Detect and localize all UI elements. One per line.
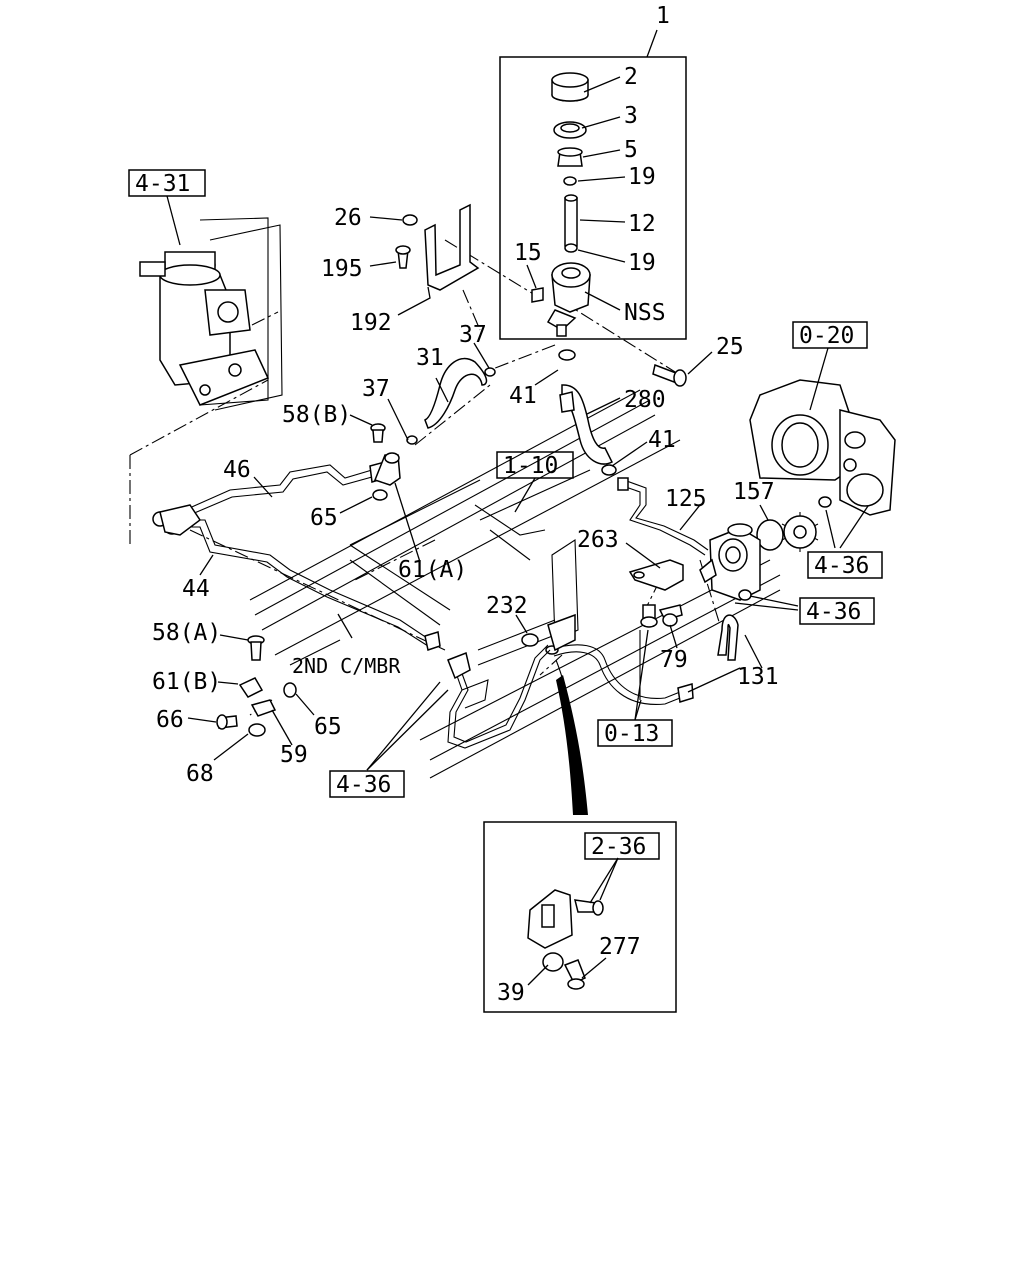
pipe-lower-436 [447, 644, 551, 749]
detail-pointer [555, 659, 588, 815]
callout-41-lower: 41 [648, 427, 676, 453]
ref-4-31: 4-31 [135, 171, 190, 197]
ref-box-4-36-c [329, 770, 405, 798]
callout-157: 157 [733, 479, 775, 505]
ref-box-2-36 [584, 832, 660, 860]
callout-31: 31 [416, 345, 444, 371]
ref-0-13: 0-13 [604, 721, 659, 747]
callout-12: 12 [628, 211, 656, 237]
pump-housing [749, 379, 896, 516]
callout-58b: 58(B) [282, 402, 351, 428]
bolt-25 [652, 363, 687, 387]
callout-nss: NSS [624, 300, 666, 326]
clamp-61a [370, 423, 401, 501]
ref-2-36: 2-36 [591, 834, 646, 860]
callout-39: 39 [497, 980, 525, 1006]
callout-37-lower: 37 [362, 376, 390, 402]
reference-boxes [128, 169, 883, 860]
callout-125: 125 [665, 486, 707, 512]
callout-19-lower: 19 [628, 250, 656, 276]
callout-79: 79 [660, 647, 688, 673]
callout-26: 26 [334, 205, 362, 231]
callout-41-upper: 41 [509, 383, 537, 409]
small-parts-left [216, 635, 297, 737]
callout-280: 280 [624, 387, 666, 413]
pipe-44 [175, 519, 441, 651]
ref-4-36-c: 4-36 [336, 772, 391, 798]
callout-131: 131 [737, 664, 779, 690]
ref-1-10: 1-10 [503, 453, 558, 479]
ref-0-20: 0-20 [799, 323, 854, 349]
callout-277: 277 [599, 934, 641, 960]
ref-box-4-36-a [807, 551, 883, 579]
hose-131 [717, 614, 739, 661]
callout-3: 3 [624, 103, 638, 129]
fuel-filter-assembly [139, 217, 283, 411]
callout-44: 44 [182, 576, 210, 602]
callout-2: 2 [624, 64, 638, 90]
callout-2nd-cmbr: 2ND C/MBR [292, 654, 401, 678]
bracket-263 [628, 559, 684, 628]
ref-box-4-36-b [799, 597, 875, 625]
callout-58a: 58(A) [152, 620, 221, 646]
ref-box-0-20 [792, 321, 868, 349]
callout-labels: 1 2 3 5 19 12 19 NSS 15 26 195 192 37 31… [152, 3, 779, 1006]
detail-view [483, 821, 677, 1013]
callout-192: 192 [350, 310, 392, 336]
callout-61b: 61(B) [152, 669, 221, 695]
callout-5: 5 [624, 137, 638, 163]
pipe-125 [617, 477, 709, 556]
reservoir-group [499, 29, 687, 340]
bracket-192 [395, 203, 480, 291]
pipe-ends-left [152, 504, 202, 536]
callout-19-upper: 19 [628, 164, 656, 190]
callout-61a: 61(A) [398, 557, 467, 583]
callout-263: 263 [577, 527, 619, 553]
ref-4-36-a: 4-36 [814, 553, 869, 579]
oring-157 [756, 519, 784, 551]
callout-68: 68 [186, 761, 214, 787]
hoses [406, 349, 617, 476]
ref-4-36-b: 4-36 [806, 599, 861, 625]
callout-1: 1 [656, 3, 670, 29]
callout-232: 232 [486, 593, 528, 619]
callout-65-lower: 65 [314, 714, 342, 740]
callout-leaders [187, 76, 869, 986]
gear [781, 512, 819, 552]
callout-195: 195 [321, 256, 363, 282]
callout-15: 15 [514, 240, 542, 266]
pump-body [699, 496, 832, 601]
reference-labels: 4-31 0-20 1-10 4-36 4-36 0-13 4-36 2-36 [135, 171, 869, 860]
callout-46: 46 [223, 457, 251, 483]
callout-25: 25 [716, 334, 744, 360]
callout-65-upper: 65 [310, 505, 338, 531]
callout-59: 59 [280, 742, 308, 768]
callout-66: 66 [156, 707, 184, 733]
callout-37-upper: 37 [459, 322, 487, 348]
